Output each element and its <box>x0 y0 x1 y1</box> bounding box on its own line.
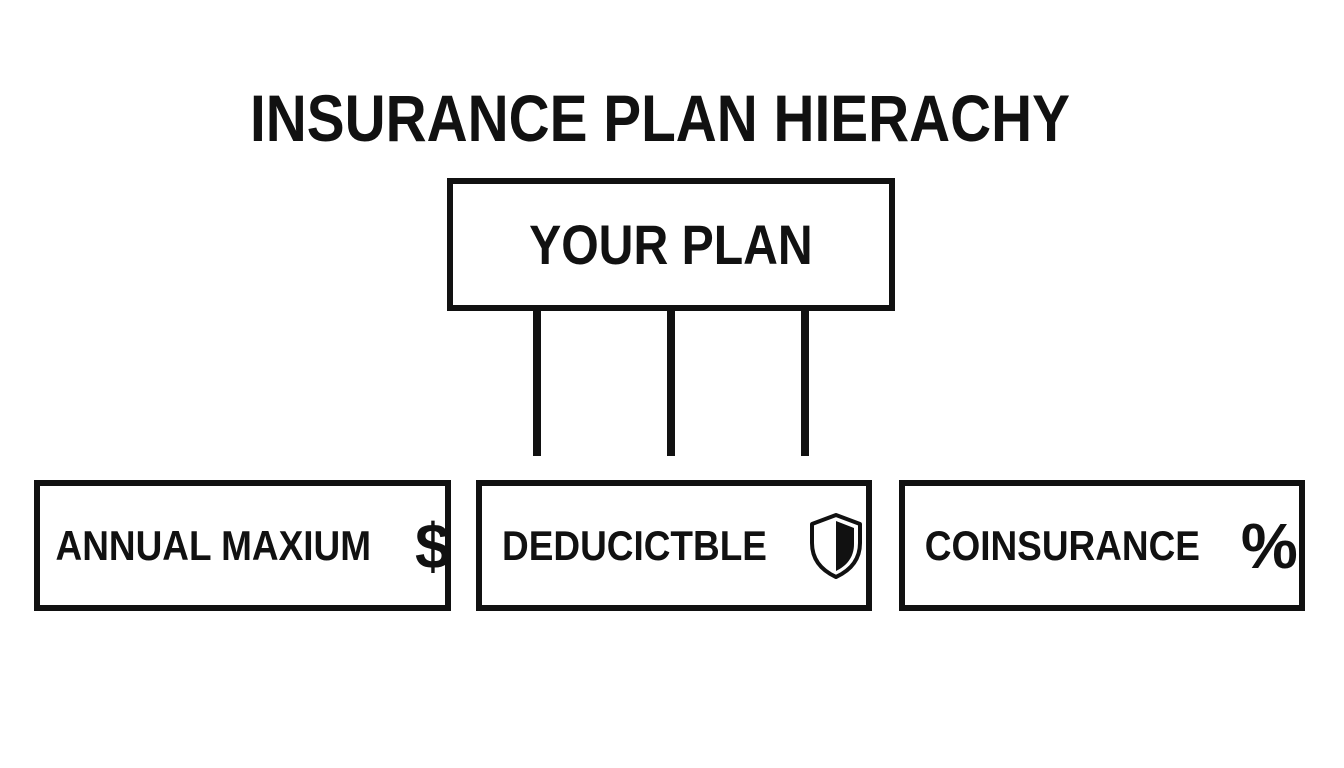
child-node-label: ANNUAL MAXIUM <box>55 521 372 569</box>
percent-icon: % <box>1240 509 1298 582</box>
child-node-coinsurance: COINSURANCE % <box>899 480 1305 611</box>
diagram-title: INSURANCE PLAN HIERACHY <box>250 81 1070 155</box>
child-node-deductible: DEDUCICTBLE <box>476 480 872 611</box>
shield-icon <box>807 511 865 581</box>
child-node-label: DEDUCICTBLE <box>501 521 767 569</box>
root-node-label: YOUR PLAN <box>529 213 813 276</box>
dollar-sign-icon: $ <box>414 509 451 582</box>
connector-line <box>801 311 809 456</box>
connector-line <box>667 311 675 456</box>
child-node-annual-maximum: ANNUAL MAXIUM $ <box>34 480 451 611</box>
child-node-label: COINSURANCE <box>924 521 1201 569</box>
connector-line <box>533 311 541 456</box>
root-node-your-plan: YOUR PLAN <box>447 178 895 311</box>
